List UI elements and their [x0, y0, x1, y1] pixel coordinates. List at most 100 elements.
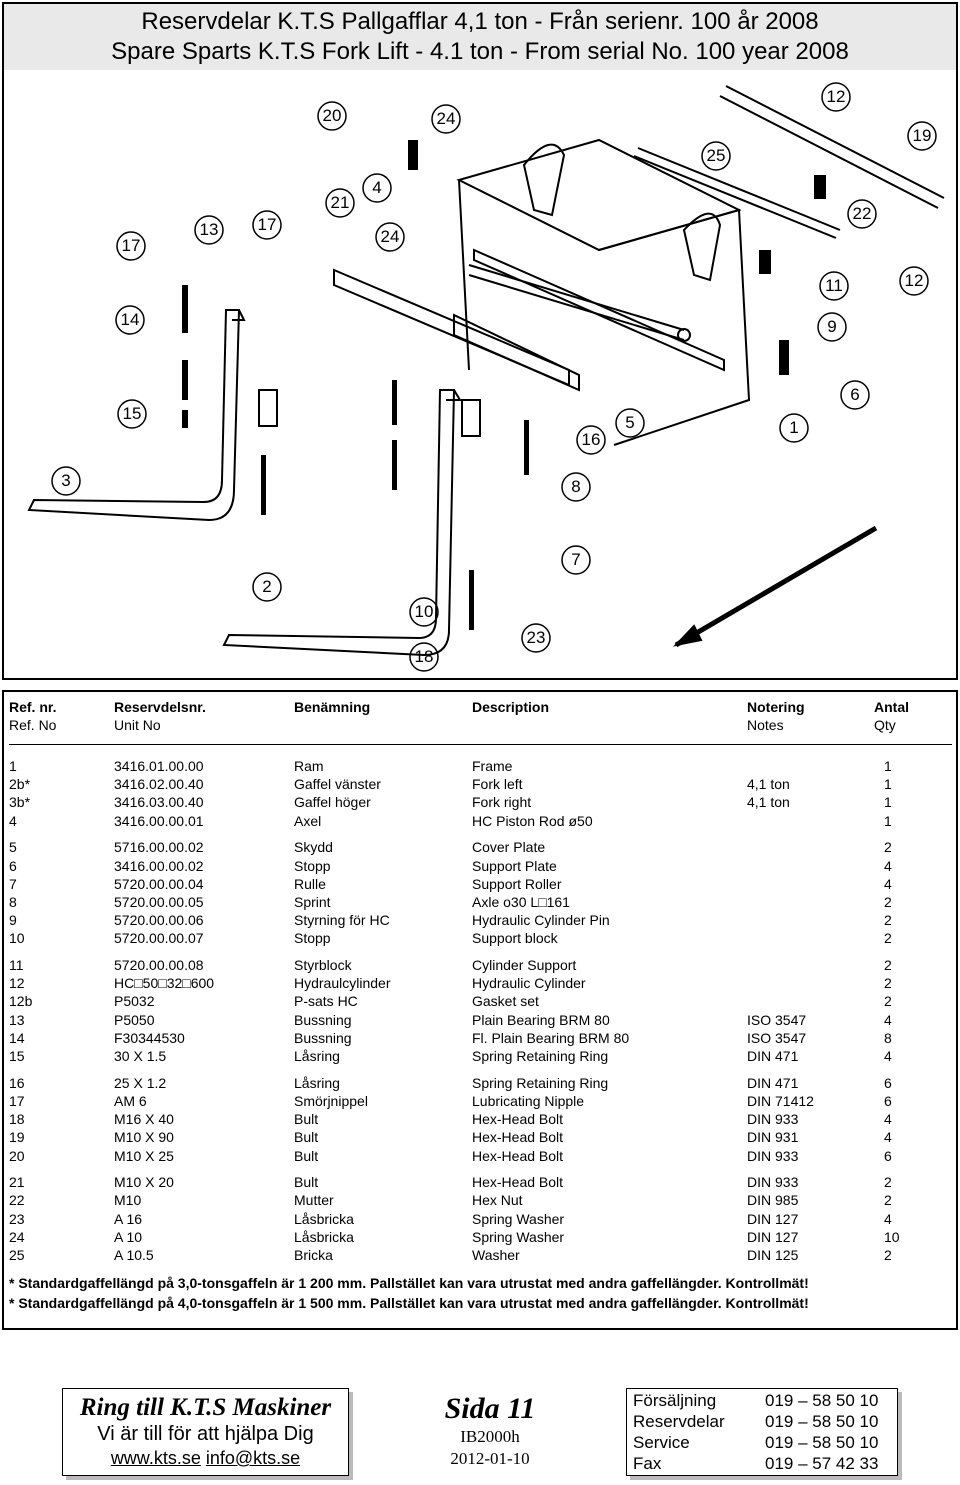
svg-text:4: 4 [372, 178, 381, 197]
ring-subtitle: Vi är till för att hjälpa Dig [97, 1423, 314, 1445]
svg-text:24: 24 [437, 109, 456, 128]
cell-unit-no: P5050 [114, 1011, 155, 1028]
cell-unit-no: 5720.00.00.04 [114, 875, 204, 892]
svg-text:3: 3 [61, 471, 70, 490]
callout-24b [375, 222, 405, 252]
cell-ref: 8 [9, 893, 17, 910]
svg-text:2: 2 [262, 577, 271, 596]
cell-qty: 2 [884, 993, 892, 1010]
cell-notes: 4,1 ton [747, 794, 790, 811]
header-antal: Antal [874, 699, 909, 715]
contact-label: Reservdelar [633, 1412, 725, 1431]
svg-text:24: 24 [381, 227, 400, 246]
svg-text:23: 23 [527, 628, 546, 647]
callout-5 [615, 408, 645, 438]
svg-text:16: 16 [582, 430, 601, 449]
cell-ref: 18 [9, 1111, 25, 1128]
frame-top [456, 138, 742, 252]
cell-ref: 22 [9, 1192, 25, 1209]
cell-unit-no: 3416.01.00.00 [114, 758, 204, 774]
email-link[interactable]: info@kts.se [205, 1448, 301, 1468]
header-rule [9, 744, 952, 745]
cell-unit-no: 3416.00.00.02 [114, 857, 204, 874]
cell-notes: 4,1 ton [747, 776, 790, 793]
frame-bar [473, 248, 725, 372]
header-ref-no: Ref. No [9, 717, 57, 733]
cell-ref: 7 [9, 875, 17, 892]
exploded-parts-diagram: 20 24 12 19 25 4 21 22 17 13 17 24 11 12… [27, 82, 945, 672]
svg-text:25: 25 [707, 146, 726, 165]
cell-name-sv: Stopp [294, 857, 331, 874]
cell-name-sv: Styrblock [294, 957, 352, 973]
cell-qty: 6 [884, 1074, 892, 1091]
callout-2 [252, 572, 282, 602]
cell-unit-no: HC□50□32□600 [114, 975, 215, 992]
callout-25 [701, 141, 731, 171]
svg-text:14: 14 [121, 310, 140, 329]
cell-qty: 1 [884, 758, 892, 774]
svg-text:18: 18 [415, 647, 434, 666]
callout-20 [317, 101, 347, 131]
svg-text:12: 12 [905, 271, 924, 290]
cell-qty: 4 [884, 1111, 892, 1128]
axle [468, 264, 685, 341]
cell-description: Axle o30 L□161 [472, 893, 570, 910]
hook-right [682, 212, 722, 282]
callout-9 [817, 312, 847, 342]
cell-unit-no: A 10 [114, 1228, 143, 1245]
cell-unit-no: M10 X 25 [114, 1147, 174, 1164]
cell-description: Support Plate [472, 857, 557, 874]
svg-text:10: 10 [415, 602, 434, 621]
website-link[interactable]: www.kts.se [110, 1448, 201, 1468]
cell-unit-no: 5720.00.00.07 [114, 930, 204, 947]
callout-8 [561, 472, 591, 502]
callout-22 [847, 199, 877, 229]
callout-21 [325, 188, 355, 218]
cell-ref: 23 [9, 1210, 25, 1227]
cell-unit-no: 25 X 1.2 [114, 1074, 167, 1091]
cell-qty: 6 [884, 1147, 892, 1164]
cell-ref: 11 [9, 957, 24, 973]
cell-ref: 5 [9, 839, 17, 856]
svg-text:20: 20 [323, 106, 342, 125]
cell-notes: ISO 3547 [747, 1029, 807, 1046]
cell-name-sv: Bult [294, 1147, 319, 1164]
cell-notes: DIN 933 [747, 1174, 799, 1191]
cell-name-sv: Bussning [294, 1011, 352, 1028]
cell-notes: ISO 3547 [747, 1011, 807, 1028]
contact-number: 019 – 58 50 10 [765, 1391, 879, 1410]
cell-unit-no: A 10.5 [114, 1247, 154, 1263]
footnote-3ton: * Standardgaffellängd på 3,0-tonsgaffeln… [9, 1275, 809, 1291]
cell-ref: 25 [9, 1247, 25, 1263]
cell-ref: 12b [9, 993, 33, 1010]
cell-qty: 6 [884, 1092, 892, 1109]
cell-qty: 1 [884, 812, 892, 829]
callout-17a [116, 231, 146, 261]
cell-unit-no: 30 X 1.5 [114, 1048, 167, 1064]
callout-7 [561, 545, 591, 575]
cell-notes: DIN 127 [747, 1228, 799, 1245]
page-title-english: Spare Sparts K.T.S Fork Lift - 4.1 ton -… [111, 38, 849, 65]
callout-12b [899, 266, 929, 296]
cell-qty: 4 [884, 1210, 892, 1227]
cell-ref: 20 [9, 1147, 25, 1164]
cell-notes: DIN 71412 [747, 1092, 814, 1109]
cell-name-sv: Låsring [294, 1074, 340, 1091]
cell-notes: DIN 985 [747, 1192, 799, 1209]
cell-unit-no: 5720.00.00.06 [114, 912, 204, 929]
contact-banner: Ring till K.T.S Maskiner Vi är till för … [62, 1388, 349, 1476]
header-description: Description [472, 699, 550, 715]
cell-qty: 2 [884, 1247, 892, 1263]
cell-name-sv: Bult [294, 1174, 319, 1191]
fork-left [27, 309, 241, 522]
cell-unit-no: AM 6 [114, 1092, 147, 1109]
cell-notes: DIN 933 [747, 1111, 799, 1128]
cell-description: Spring Retaining Ring [472, 1048, 609, 1064]
cell-unit-no: 3416.00.00.01 [114, 812, 204, 829]
svg-text:12: 12 [827, 87, 846, 106]
contact-number: 019 – 58 50 10 [765, 1433, 879, 1452]
cell-name-sv: Styrning för HC [294, 912, 390, 929]
cell-unit-no: 3416.02.00.40 [114, 776, 204, 793]
cell-description: Hex Nut [472, 1192, 523, 1209]
cell-ref: 6 [9, 857, 17, 874]
